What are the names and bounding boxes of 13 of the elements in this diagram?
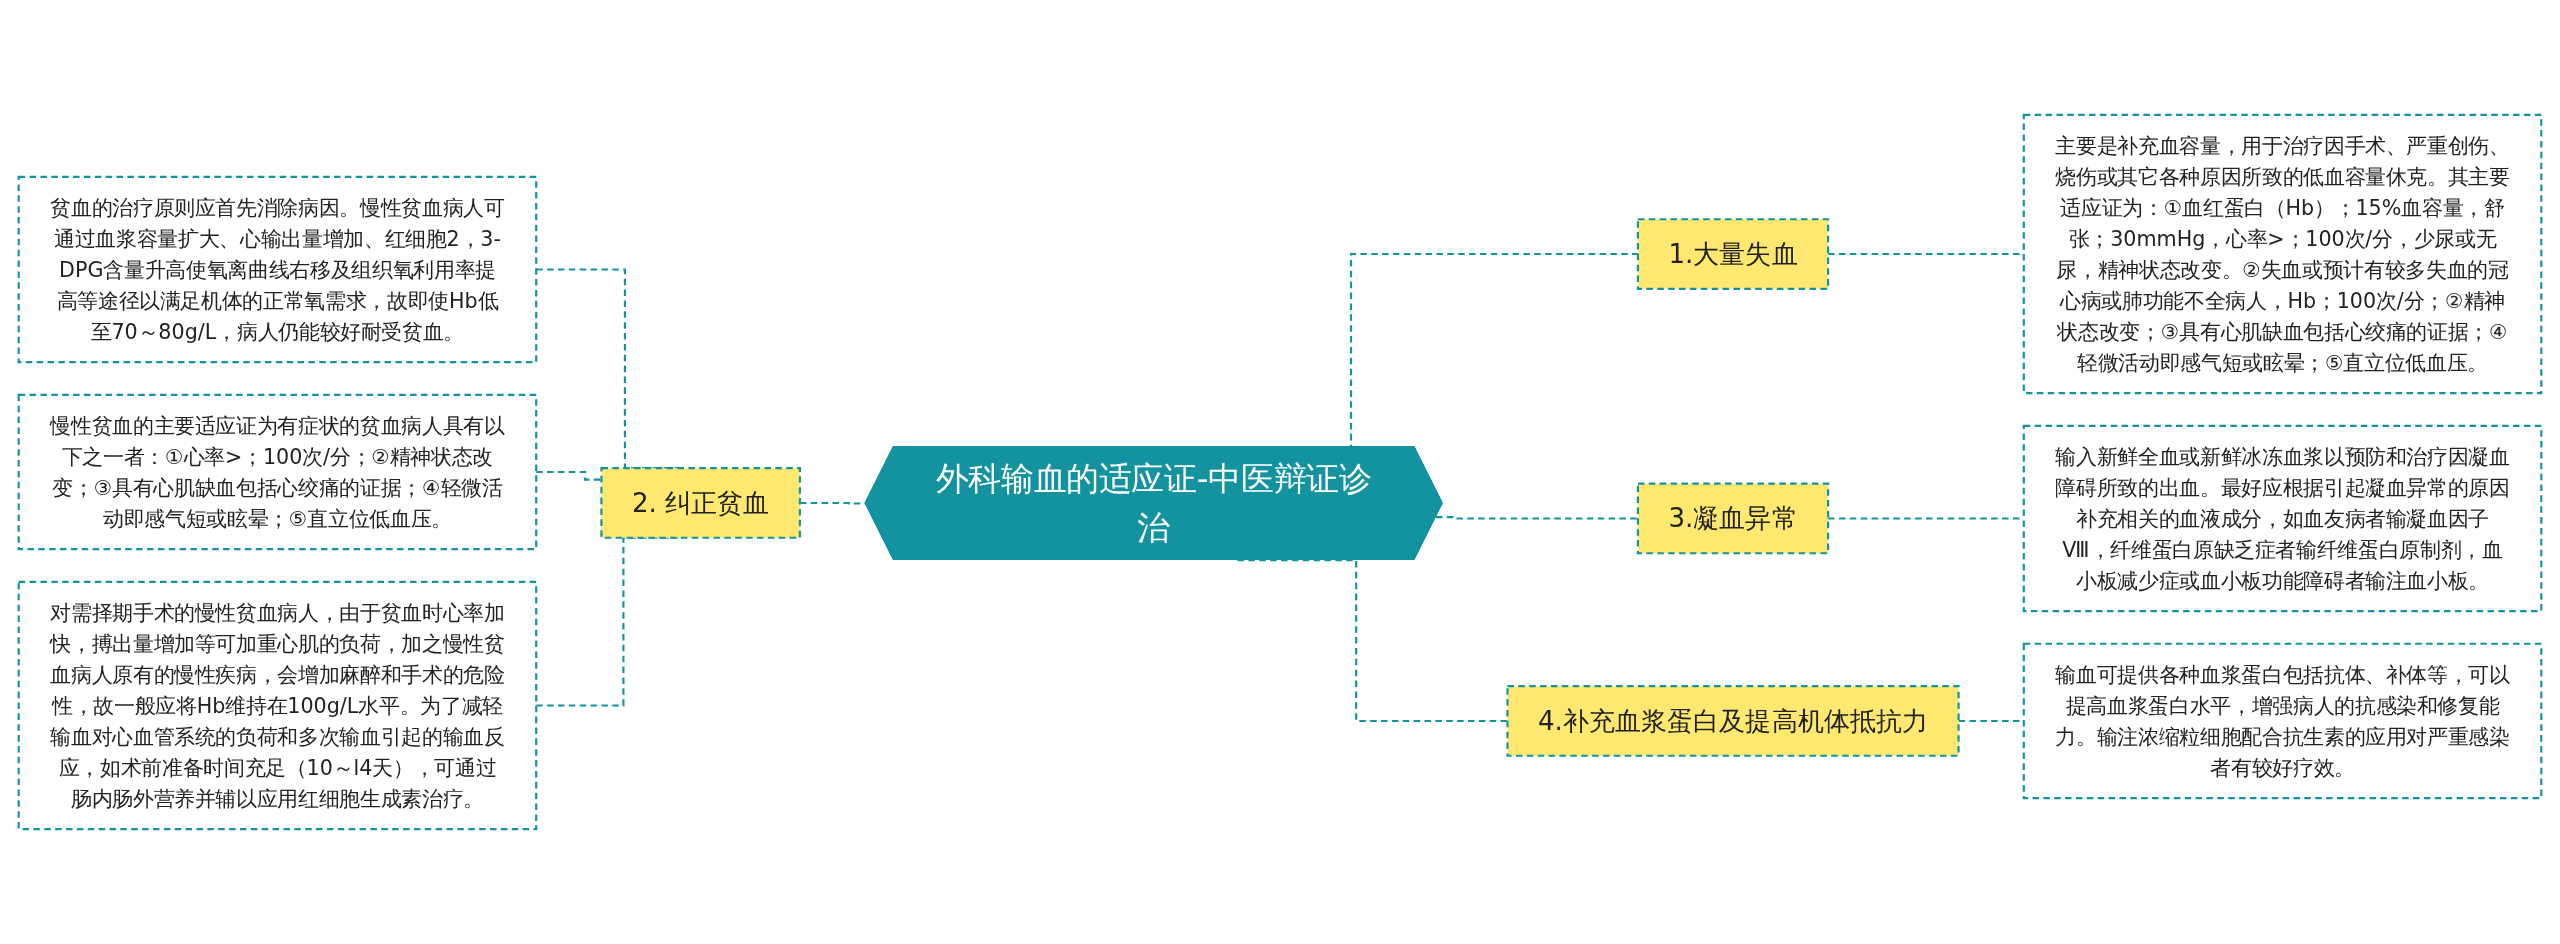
node-box: 慢性贫血的主要适应证为有症状的贫血病人具有以下之一者：①心率>；100次/分；②精神状态改变；③具有心肌缺血包括心绞痛的证据；④轻微活动即感气短或眩晕；⑤直立位低血压。 [17,393,538,551]
node-box: 3.凝血异常 [1636,482,1830,555]
node-box: 贫血的治疗原则应首先消除病因。慢性贫血病人可通过血浆容量扩大、心输出量增加、红细胞2，3-DPG含量升高使氧离曲线右移及组织氧利用率提高等途径以满足机体的正常氧需求，故即使Hb低至70～80g/L，病人仍能较好耐受贫血。 [17,175,538,364]
node-box: 2. 纠正贫血 [600,467,801,539]
connector [1237,558,1508,723]
node-box: 1.大量失血 [1636,218,1830,290]
node-box: 4.补充血浆蛋白及提高机体抵抗力 [1506,685,1960,757]
connector [1436,516,1638,520]
node-box: 对需择期手术的慢性贫血病人，由于贫血时心率加快，搏出量增加等可加重心肌的负荷，加之慢性贫血病人原有的慢性疾病，会增加麻醉和手术的危险性，故一般应将Hb维持在100g/L水平。为了减轻输血对心血管系统的负荷和多次输血引起的输血反应，如术前准备时间充足（10～l4天），可通过肠内肠外营养并辅以应用红细胞生成素治疗。 [17,580,538,831]
node-box: 主要是补充血容量，用于治疗因手术、严重创伤、烧伤或其它各种原因所致的低血容量休克。其主要适应证为：①血红蛋白（Hb）；15%血容量，舒张；30mmHg，心率>；100次/分，少尿或无尿，精神状态改变。②失血或预计有较多失血的冠心病或肺功能不全病人，Hb；100次/分；②精神状态改变；③具有心肌缺血包括心绞痛的证据；④轻微活动即感气短或眩晕；⑤直立位低血压。 [2022,113,2543,395]
node-box: 输血可提供各种血浆蛋白包括抗体、补体等，可以提高血浆蛋白水平，增强病人的抗感染和修复能力。输注浓缩粒细胞配合抗生素的应用对严重感染者有较好疗效。 [2022,642,2543,800]
node-box: 输入新鲜全血或新鲜冰冻血浆以预防和治疗因凝血障碍所致的出血。最好应根据引起凝血异常的原因补充相关的血液成分，如血友病者输凝血因子Ⅷ，纤维蛋白原缺乏症者输纤维蛋白原制剂，血小板减少症或血小板功能障碍者输注血小板。 [2022,424,2543,613]
connector [536,470,602,481]
